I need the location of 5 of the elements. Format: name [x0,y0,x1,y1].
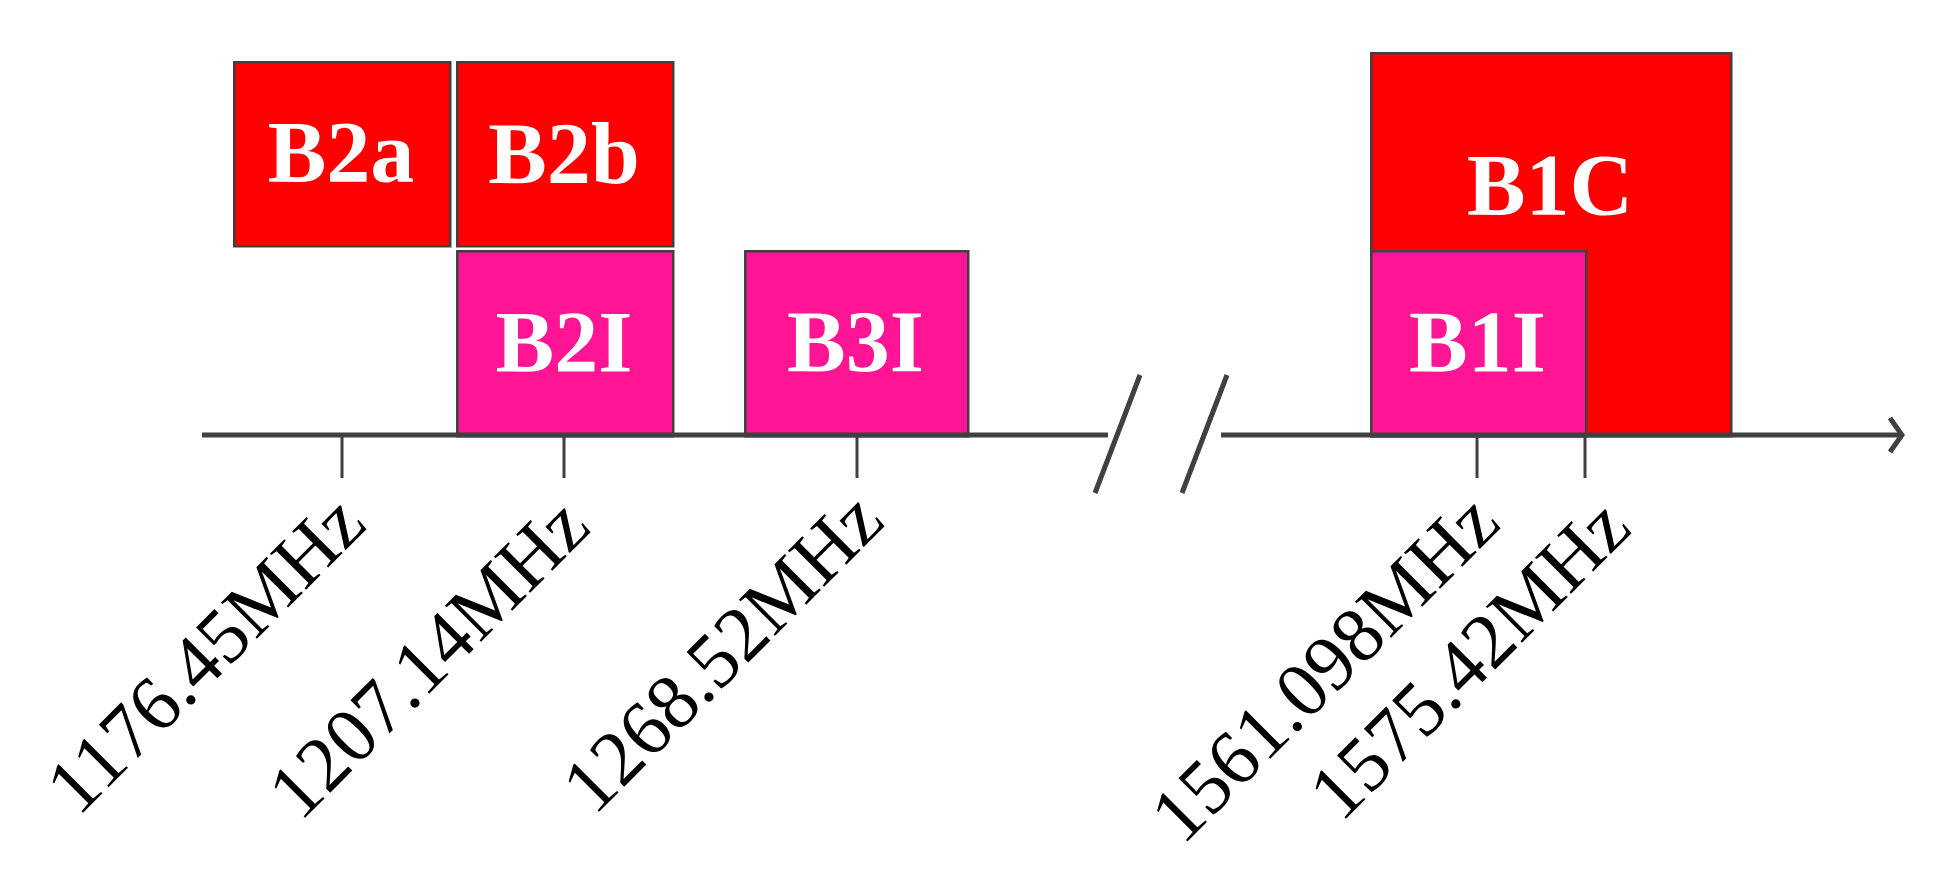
band-box: B2b [456,61,675,248]
band-box: B2I [456,250,675,438]
band-box: B1I [1370,250,1588,438]
band-box: B2a [233,61,452,248]
band-box: B3I [744,250,970,438]
